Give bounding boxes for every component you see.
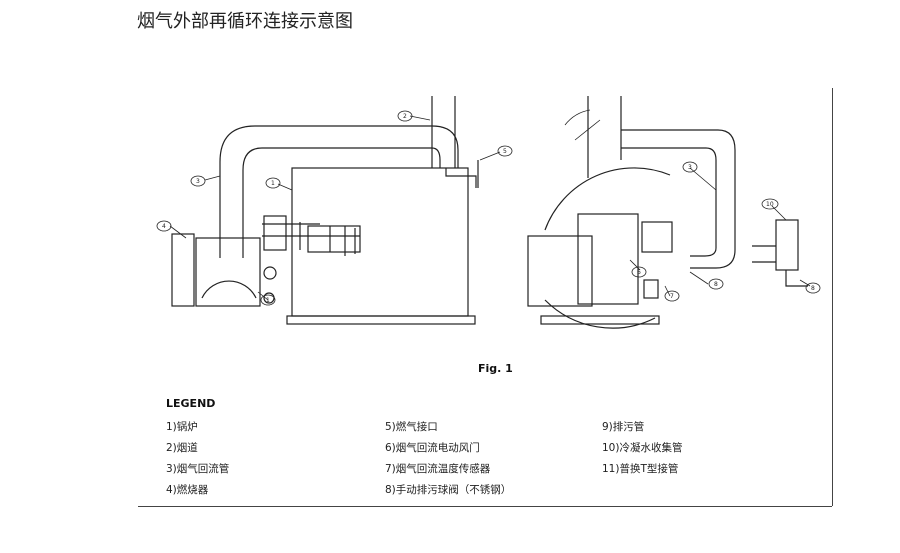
- legend-item-9: 9)排污管: [602, 421, 645, 433]
- recirculation-pipe: [219, 125, 459, 258]
- burner-fan: [201, 280, 257, 299]
- callout-3b: 3: [688, 164, 692, 171]
- legend-item-10: 10)冷凝水收集管: [602, 442, 683, 454]
- gas-actuator: [307, 225, 361, 253]
- callout-bubble-5: [497, 145, 513, 157]
- callout-bubble-4: [156, 220, 172, 232]
- flue-stack: [431, 96, 456, 168]
- callout-6: 6: [637, 269, 641, 276]
- tee-fitting: [775, 219, 799, 271]
- legend-item-5: 5)燃气接口: [385, 421, 438, 433]
- legend-item-1: 1)锅炉: [166, 421, 198, 433]
- boiler-body: [291, 167, 469, 317]
- legend-item-4: 4)燃烧器: [166, 484, 209, 496]
- callout-7: 7: [670, 293, 674, 300]
- angle-mark: [564, 109, 601, 141]
- callout-5: 5: [503, 148, 507, 155]
- page-title: 烟气外部再循环连接示意图: [137, 11, 353, 32]
- frame-border-bottom: [138, 506, 832, 507]
- front-recirc-pipe: [621, 129, 736, 269]
- legend-heading: LEGEND: [166, 397, 216, 410]
- burner-motor: [195, 237, 261, 307]
- frame-border-right: [832, 88, 833, 506]
- front-flue: [587, 96, 622, 178]
- burner-front: [577, 213, 639, 305]
- legend-item-2: 2)烟道: [166, 442, 198, 454]
- figure-label: Fig. 1: [478, 362, 513, 375]
- front-base: [540, 315, 660, 325]
- callout-2: 2: [403, 113, 407, 120]
- front-leader-lines: [629, 167, 717, 297]
- callout-bubble-3: [190, 175, 206, 187]
- callout-bubble-8b: [805, 282, 821, 294]
- callout-8: 8: [714, 281, 718, 288]
- callout-10: 10: [766, 201, 774, 208]
- callout-8b: 8: [811, 285, 815, 292]
- callout-bubble-1: [265, 177, 281, 189]
- callout-1b: 1: [266, 297, 270, 304]
- legend-item-7: 7)烟气回流温度传感器: [385, 463, 491, 475]
- callout-bubble-2: [397, 110, 413, 122]
- front-view: [527, 96, 736, 329]
- legend-item-3: 3)烟气回流管: [166, 463, 230, 475]
- gas-train: [262, 222, 360, 256]
- detail-leaders: [771, 205, 811, 287]
- callout-4: 4: [162, 223, 166, 230]
- detail-view: [752, 205, 811, 287]
- callout-bubble-6: [631, 266, 647, 278]
- side-view: [169, 96, 501, 325]
- callout-bubble-7: [664, 290, 680, 302]
- gas-valve: [263, 215, 287, 251]
- callout-bubble-10: [761, 198, 779, 210]
- leader-lines: [169, 115, 501, 301]
- legend-item-8: 8)手动排污球阀（不锈钢）: [385, 484, 512, 496]
- callout-3: 3: [196, 178, 200, 185]
- boiler-base: [286, 315, 476, 325]
- callout-1: 1: [271, 180, 275, 187]
- drain-fitting: [445, 160, 479, 188]
- burner-knob: [263, 266, 277, 280]
- control-panel: [527, 235, 593, 307]
- callout-bubble-1b: [260, 294, 276, 306]
- burner-housing: [171, 233, 195, 307]
- legend-item-6: 6)烟气回流电动风门: [385, 442, 480, 454]
- drain-valve-front: [643, 279, 659, 299]
- callout-bubble-8: [708, 278, 724, 290]
- tee-branch: [752, 245, 808, 287]
- actuator-front: [641, 221, 673, 253]
- callout-bubbles: 1 2 3 4 5 1 3 6 7 8 10 8: [156, 110, 821, 306]
- legend-item-11: 11)普换T型接管: [602, 463, 679, 475]
- callout-bubble-3b: [682, 161, 698, 173]
